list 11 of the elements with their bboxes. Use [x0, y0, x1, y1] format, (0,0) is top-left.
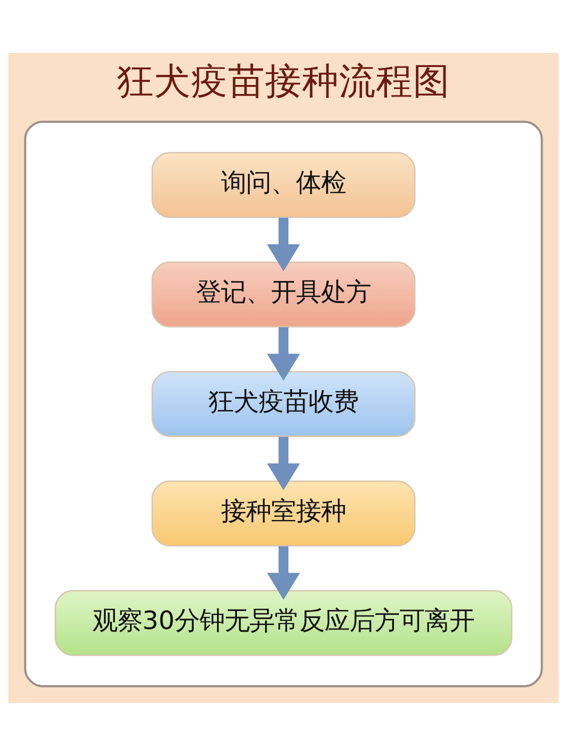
arrow	[267, 436, 300, 490]
arrow	[267, 546, 300, 600]
node-box: 询问、体检	[152, 152, 416, 218]
arrow	[267, 327, 300, 381]
node-box: 接种室接种	[152, 480, 416, 546]
node-box: 观察30分钟无异常反应后方可离开	[54, 590, 512, 656]
arrow	[267, 218, 300, 272]
cluster	[24, 120, 543, 688]
node-box: 登记、开具处方	[152, 261, 416, 328]
node-box: 狂犬疫苗收费	[152, 370, 416, 437]
diagram-title: 狂犬疫苗接种流程图	[117, 59, 450, 102]
